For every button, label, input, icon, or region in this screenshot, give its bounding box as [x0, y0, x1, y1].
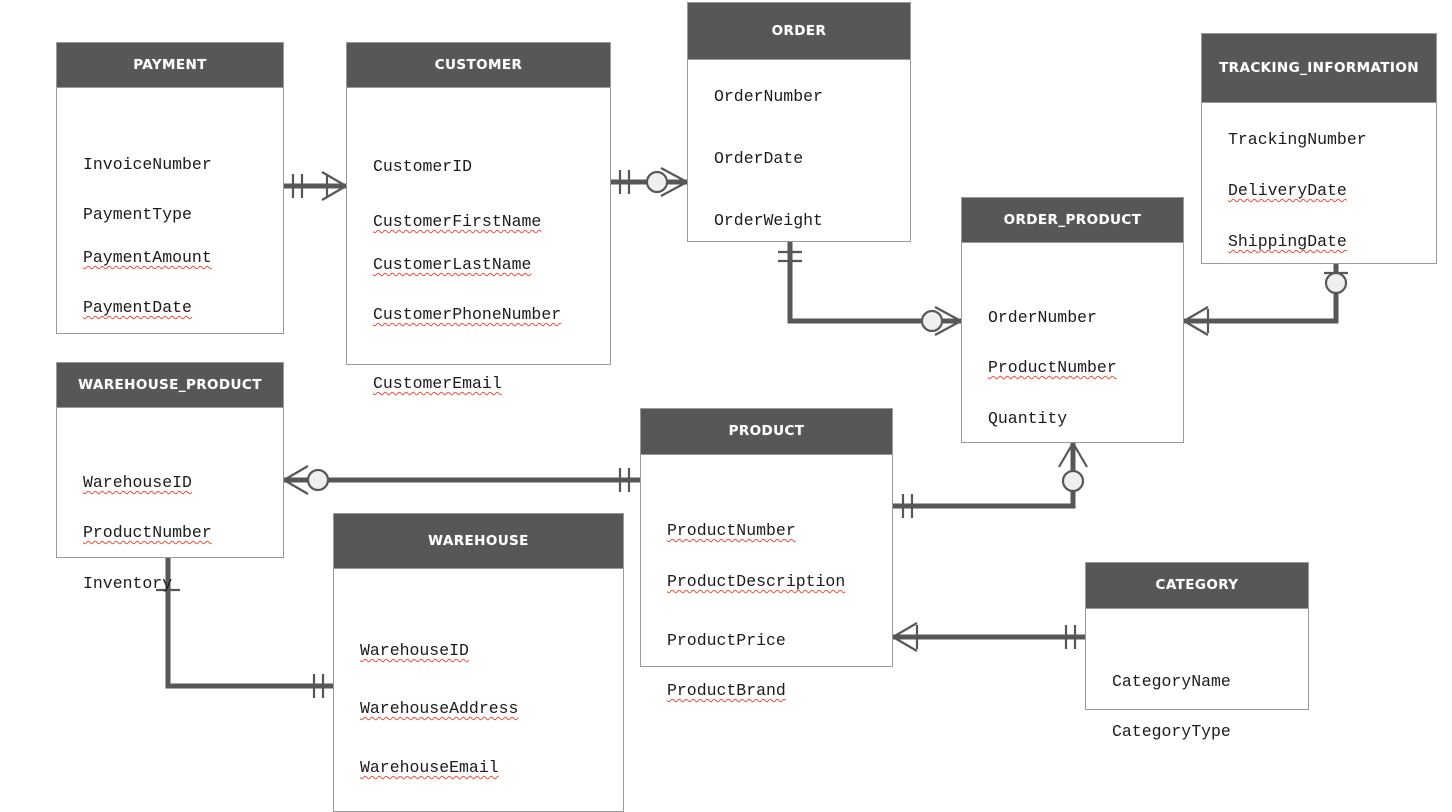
entity-order-product[interactable]: ORDER_PRODUCT OrderNumber ProductNumber … — [961, 197, 1184, 443]
entity-order-title: ORDER — [688, 3, 910, 60]
connector-order_product-tracking — [1184, 264, 1339, 324]
cardinality-zero-or-many-order_product-bottom — [1058, 442, 1088, 468]
attribute-op-productnumber: ProductNumber — [988, 358, 1117, 377]
attribute-wp-warehouseid: WarehouseID — [83, 473, 192, 492]
entity-product-attributes: ProductNumber ProductDescription Product… — [641, 455, 892, 700]
entity-product-title: PRODUCT — [641, 409, 892, 455]
attribute-productdescription: ProductDescription — [667, 572, 846, 591]
attribute-categorytype: CategoryType — [1112, 722, 1231, 741]
attribute-deliverydate: DeliveryDate — [1228, 181, 1347, 200]
entity-warehouse-attributes: WarehouseID WarehouseAddress WarehouseEm… — [334, 569, 623, 812]
attribute-warehouseaddress: WarehouseAddress — [360, 699, 519, 718]
cardinality-zero-circle-order_product-bottom — [1061, 469, 1085, 493]
cardinality-one-and-only-one-warehouse-left — [312, 674, 325, 698]
attribute-customerlastname: CustomerLastName — [373, 255, 532, 274]
cardinality-one-and-only-one-product-right-top — [901, 494, 914, 518]
cardinality-one-and-only-one-category-left — [1064, 625, 1077, 649]
cardinality-one-and-only-one-product-left — [618, 468, 631, 492]
attribute-inventory: Inventory — [83, 574, 173, 593]
attribute-op-ordernumber: OrderNumber — [988, 308, 1097, 327]
cardinality-zero-circle-warehouse_product — [306, 468, 330, 492]
entity-warehouse-product-attributes: WarehouseID ProductNumber Inventory — [57, 408, 283, 593]
cardinality-zero-circle-order_product-left — [920, 309, 944, 333]
attribute-categoryname: CategoryName — [1112, 672, 1231, 691]
attribute-paymenttype: PaymentType — [83, 205, 192, 224]
attribute-ordernumber: OrderNumber — [714, 87, 823, 106]
cardinality-zero-or-many-warehouse_product-right — [283, 465, 309, 495]
entity-customer[interactable]: CUSTOMER CustomerID CustomerFirstName Cu… — [346, 42, 611, 393]
attribute-orderdate: OrderDate — [714, 149, 804, 168]
entity-category[interactable]: CATEGORY CategoryName CategoryType — [1085, 562, 1309, 741]
entity-tracking-information-title: TRACKING_INFORMATION — [1202, 34, 1436, 103]
attribute-productbrand: ProductBrand — [667, 681, 786, 700]
attribute-orderweight: OrderWeight — [714, 211, 823, 230]
attribute-shippingdate: ShippingDate — [1228, 232, 1347, 251]
entity-payment[interactable]: PAYMENT InvoiceNumber PaymentType Paymen… — [56, 42, 284, 334]
entity-payment-attributes: InvoiceNumber PaymentType PaymentAmount … — [57, 88, 283, 334]
cardinality-zero-circle-tracking — [1324, 271, 1348, 295]
cardinality-one-and-only-one-payment — [291, 174, 304, 198]
entity-warehouse-product[interactable]: WAREHOUSE_PRODUCT WarehouseID ProductNum… — [56, 362, 284, 593]
connector-product-order_product — [893, 443, 1076, 509]
entity-customer-attributes: CustomerID CustomerFirstName CustomerLas… — [347, 88, 610, 393]
attribute-customeremail: CustomerEmail — [373, 374, 502, 393]
entity-warehouse-product-title: WAREHOUSE_PRODUCT — [57, 363, 283, 408]
entity-payment-title: PAYMENT — [57, 43, 283, 88]
cardinality-many-customer-left — [321, 171, 347, 201]
cardinality-zero-or-many-order_product-left — [934, 306, 962, 336]
entity-customer-title: CUSTOMER — [347, 43, 610, 88]
entity-product[interactable]: PRODUCT ProductNumber ProductDescription… — [640, 408, 893, 700]
attribute-customerfirstname: CustomerFirstName — [373, 212, 542, 231]
attribute-w-warehouseid: WarehouseID — [360, 641, 469, 660]
entity-order-product-title: ORDER_PRODUCT — [962, 198, 1183, 243]
attribute-customerphonenumber: CustomerPhoneNumber — [373, 305, 562, 324]
connector-order-order_product — [787, 242, 961, 324]
attribute-p-productnumber: ProductNumber — [667, 521, 796, 540]
attribute-trackingnumber: TrackingNumber — [1228, 130, 1367, 149]
attribute-invoicenumber: InvoiceNumber — [83, 155, 212, 174]
attribute-quantity: Quantity — [988, 409, 1068, 428]
cardinality-one-and-only-one-customer-right — [618, 170, 631, 194]
attribute-warehouseemail: WarehouseEmail — [360, 758, 499, 777]
connector-warehouse_product-warehouse — [165, 558, 333, 689]
attribute-paymentdate: PaymentDate — [83, 298, 192, 317]
entity-order[interactable]: ORDER OrderNumber OrderDate OrderWeight — [687, 2, 911, 242]
attribute-customerid: CustomerID — [373, 157, 473, 176]
entity-warehouse-title: WAREHOUSE — [334, 514, 623, 569]
entity-tracking-information[interactable]: TRACKING_INFORMATION TrackingNumber Deli… — [1201, 33, 1437, 264]
entity-order-attributes: OrderNumber OrderDate OrderWeight — [688, 60, 910, 242]
cardinality-one-or-many-product-right-bottom — [892, 622, 919, 652]
attribute-wp-productnumber: ProductNumber — [83, 523, 212, 542]
entity-category-title: CATEGORY — [1086, 563, 1308, 609]
entity-tracking-information-attributes: TrackingNumber DeliveryDate ShippingDate — [1202, 103, 1436, 264]
entity-warehouse[interactable]: WAREHOUSE WarehouseID WarehouseAddress W… — [333, 513, 624, 812]
attribute-paymentamount: PaymentAmount — [83, 248, 212, 267]
cardinality-zero-or-many-order-left — [660, 167, 688, 197]
attribute-productprice: ProductPrice — [667, 631, 786, 650]
cardinality-one-and-only-one-order-bottom — [778, 250, 802, 263]
cardinality-one-or-many-order_product-right — [1183, 306, 1210, 336]
cardinality-zero-circle-order — [645, 170, 669, 194]
entity-category-attributes: CategoryName CategoryType — [1086, 609, 1308, 741]
entity-order-product-attributes: OrderNumber ProductNumber Quantity — [962, 243, 1183, 443]
